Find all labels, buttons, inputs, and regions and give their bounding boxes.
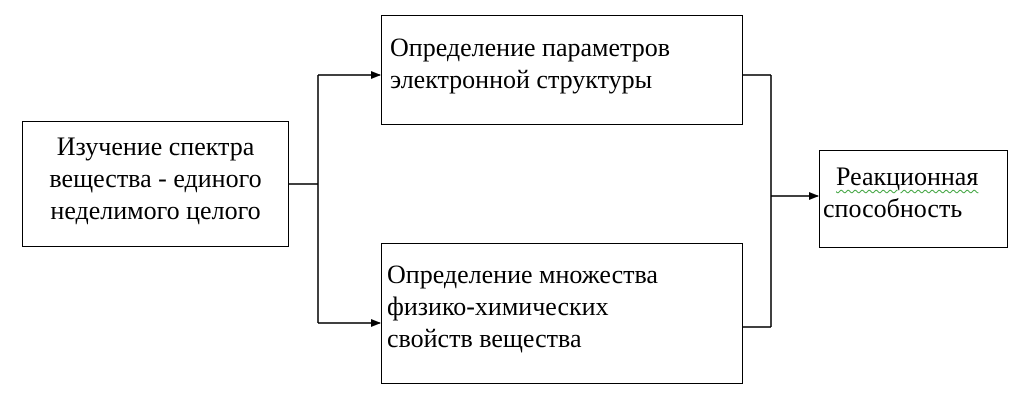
physchem-properties-line-3: свойств вещества <box>387 324 582 353</box>
electronic-structure-box: Определение параметров электронной струк… <box>381 15 743 125</box>
reactivity-line-1-wrap: Реакционная <box>823 161 1007 193</box>
reactivity-line-1: Реакционная <box>836 162 979 191</box>
spectrum-study-line-3: неделимого целого <box>50 196 261 225</box>
physchem-properties-line-1: Определение множества <box>387 260 658 289</box>
electronic-structure-line-1: Определение параметров <box>390 33 670 62</box>
physchem-properties-box: Определение множества физико-химических … <box>381 243 743 384</box>
reactivity-line-2: способность <box>823 194 963 223</box>
spectrum-study-box: Изучение спектра вещества - единого неде… <box>22 121 289 247</box>
physchem-properties-line-2: физико-химических <box>387 292 609 321</box>
spectrum-study-line-1: Изучение спектра <box>56 132 255 161</box>
spectrum-study-line-2: вещества - единого <box>49 164 262 193</box>
electronic-structure-line-2: электронной структуры <box>390 65 653 94</box>
reactivity-box: Реакционная способность <box>819 150 1008 248</box>
